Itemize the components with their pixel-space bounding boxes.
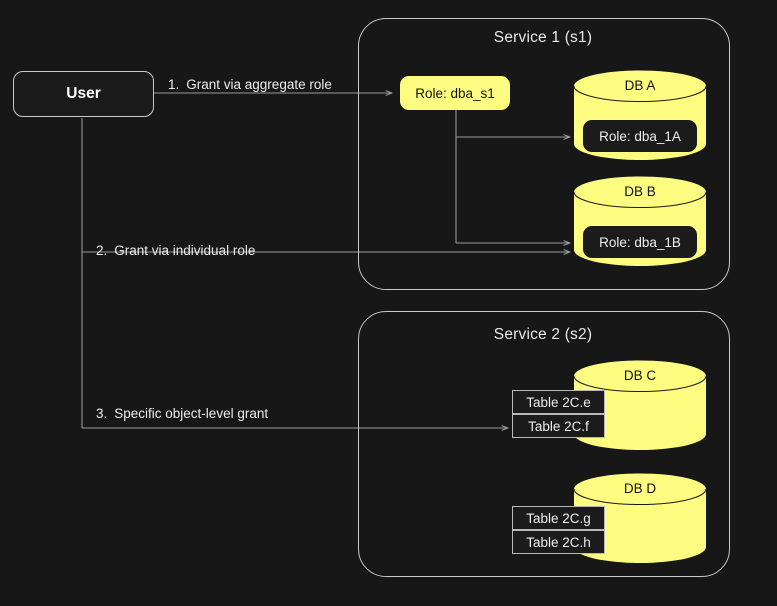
edge-number-2: 2.	[96, 243, 108, 258]
db-c-label: DB C	[623, 368, 657, 383]
cylinder-shape-db-d	[573, 473, 707, 563]
table-2c-f-label: Table 2C.f	[528, 418, 589, 434]
table-2c-h[interactable]: Table 2C.h	[512, 530, 605, 554]
service-1-title: Service 1 (s1)	[493, 29, 593, 46]
db-b-role[interactable]: Role: dba_1B	[583, 226, 697, 258]
cylinder-shape-db-c	[573, 360, 707, 450]
user-label: User	[66, 85, 101, 102]
db-a-label: DB A	[624, 78, 656, 93]
service-1-container	[358, 18, 730, 290]
edge-text-2: Grant via individual role	[114, 243, 256, 258]
edge-label-3: 3. Specific object-level grant	[96, 406, 268, 421]
table-2c-e-label: Table 2C.e	[526, 394, 591, 410]
table-2c-h-label: Table 2C.h	[526, 534, 591, 550]
aggregate-role-label: Role: dba_s1	[415, 85, 495, 101]
service-2-title: Service 2 (s2)	[493, 326, 593, 343]
db-b-label: DB B	[624, 184, 656, 199]
table-2c-f[interactable]: Table 2C.f	[512, 414, 605, 438]
edge-number-1: 1.	[168, 77, 180, 92]
database-db-b[interactable]: DB B Role: dba_1B	[573, 176, 707, 266]
table-2c-e[interactable]: Table 2C.e	[512, 390, 605, 414]
table-2c-g[interactable]: Table 2C.g	[512, 506, 605, 530]
database-db-d[interactable]: DB D	[573, 473, 707, 563]
aggregate-role-dba-s1[interactable]: Role: dba_s1	[400, 76, 510, 110]
table-2c-g-label: Table 2C.g	[526, 510, 591, 526]
db-a-role-label: Role: dba_1A	[599, 128, 681, 144]
edge-text-3: Specific object-level grant	[114, 406, 269, 421]
db-d-label: DB D	[623, 481, 657, 496]
edge-label-1: 1. Grant via aggregate role	[168, 77, 332, 92]
edge-text-1: Grant via aggregate role	[186, 77, 332, 92]
db-a-role[interactable]: Role: dba_1A	[583, 120, 697, 152]
db-b-role-label: Role: dba_1B	[599, 234, 681, 250]
database-db-c[interactable]: DB C	[573, 360, 707, 450]
edge-label-2: 2. Grant via individual role	[96, 243, 255, 258]
database-db-a[interactable]: DB A Role: dba_1A	[573, 70, 707, 160]
edge-number-3: 3.	[96, 406, 108, 421]
service-2-container	[358, 311, 730, 577]
user-node[interactable]: User	[13, 71, 154, 117]
